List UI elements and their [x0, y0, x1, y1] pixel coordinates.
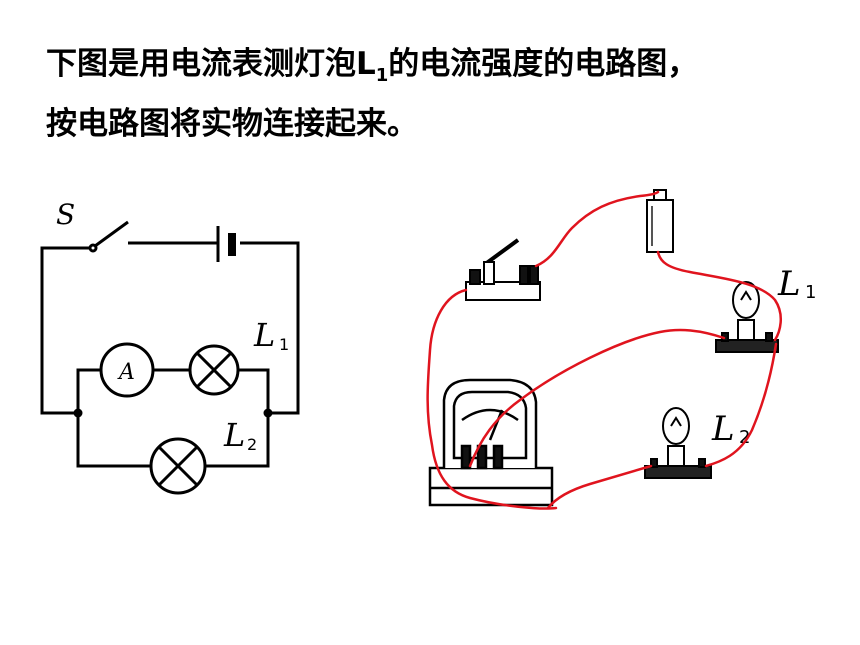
lamp-l2-symbol: [149, 437, 207, 495]
lamp-l2-device: [644, 407, 712, 479]
branch-top-right: [238, 368, 270, 413]
red-wire-battery-to-l1: [656, 250, 782, 342]
switch-pivot: [88, 243, 98, 253]
question-text: 下图是用电流表测灯泡L1的电流强度的电路图， 按电路图将实物连接起来。: [46, 40, 846, 148]
lamp-l2-terminal-left: [650, 458, 658, 468]
branch-top-left: [76, 368, 100, 413]
red-wire-switch-to-ammeter: [426, 288, 558, 510]
ammeter-device-scale: [461, 408, 519, 422]
switch-label: S: [56, 198, 75, 231]
branch-bottom-left: [76, 413, 150, 468]
question-line-1: 下图是用电流表测灯泡L1的电流强度的电路图，: [46, 40, 846, 100]
battery-cell-device: [646, 189, 674, 253]
ammeter-device-needle: [488, 409, 504, 441]
knife-switch-post-right-2: [529, 265, 539, 285]
question-line1-suffix: 的电流强度的电路图，: [388, 46, 699, 82]
red-wires: [426, 190, 782, 510]
ammeter-terminal-1: [460, 444, 472, 470]
red-wire-l2-to-ammeter: [546, 464, 653, 510]
question-lamp-subscript: 1: [375, 65, 389, 87]
junction-right-dot: [263, 408, 273, 418]
ammeter-terminal-3: [492, 444, 504, 470]
lamp-l2-cross-b: [157, 445, 199, 487]
lamp-l1-socket: [737, 319, 755, 341]
junction-left-dot: [73, 408, 83, 418]
question-line-2: 按电路图将实物连接起来。: [46, 106, 418, 143]
physical-lamp-l2-label: L: [711, 409, 735, 449]
knife-switch-post-right: [519, 265, 529, 285]
ammeter-label: A: [117, 360, 135, 385]
schematic-lamp-l2-label: L: [223, 416, 245, 454]
battery-cell-terminal: [653, 189, 667, 201]
lamp-l1-cross-b: [195, 351, 233, 389]
lamp-l1-terminal-right: [765, 332, 773, 342]
lamp-l2-bulb: [662, 407, 690, 445]
physical-lamp-l2-subscript: 2: [739, 427, 750, 448]
question-lamp-symbol: L: [356, 46, 376, 82]
lamp-l2-terminal-right: [698, 458, 706, 468]
lamp-l1-filament: [740, 290, 752, 301]
ammeter-symbol: [99, 342, 155, 398]
switch-blade: [94, 220, 129, 248]
red-wire-l1-to-ammeter: [468, 328, 726, 468]
ammeter-device: [428, 378, 554, 507]
physical-lamp-l1-subscript: 1: [805, 282, 816, 303]
lamp-l1-symbol: [188, 344, 240, 396]
schematic-lamp-l1-subscript: 1: [279, 335, 289, 354]
schematic-lamp-l2-subscript: 2: [247, 435, 257, 454]
branch-bottom-right: [206, 413, 270, 468]
lamp-l2-socket: [667, 445, 685, 467]
lamp-l1-bulb: [732, 281, 760, 319]
schematic-diagram: [40, 220, 300, 495]
question-line1-prefix: 下图是用电流表测灯泡: [46, 46, 356, 82]
knife-switch-hinge: [483, 261, 495, 285]
lamp-l1-device: [715, 281, 779, 353]
battery-cell-body: [646, 199, 674, 253]
schematic-wire-left: [40, 246, 92, 415]
schematic-lamp-l1-label: L: [253, 316, 275, 354]
physical-lamp-l1-label: L: [777, 264, 801, 304]
ammeter-terminal-2: [476, 444, 488, 470]
knife-switch-device: [465, 238, 541, 301]
schematic-wire-right: [240, 241, 300, 415]
knife-switch-post-left: [469, 269, 481, 285]
red-wire-l1-to-l2: [704, 342, 778, 468]
red-wire-switch-to-battery: [534, 190, 660, 268]
lamp-l2-filament: [670, 416, 682, 427]
